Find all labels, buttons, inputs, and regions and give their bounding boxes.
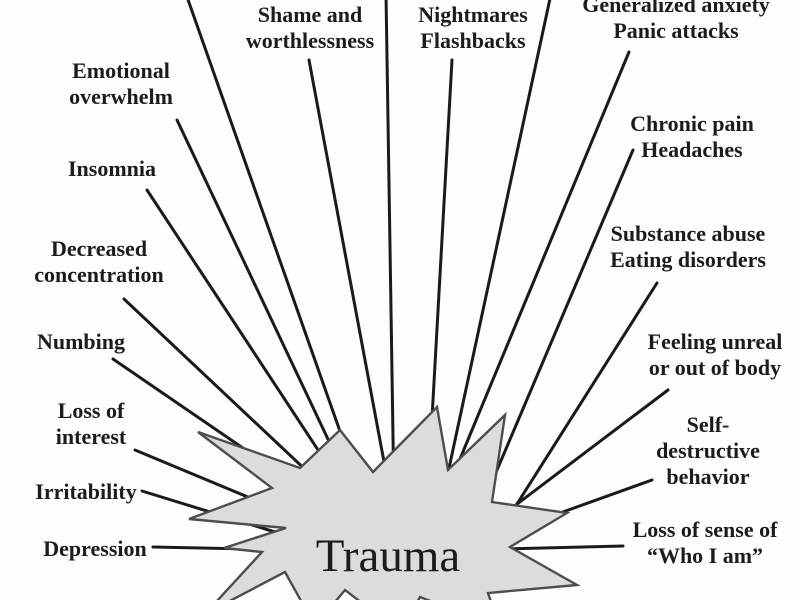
trauma-center-label: Trauma <box>315 530 461 582</box>
symptom-label-numbing: Numbing <box>36 329 126 354</box>
radiating-line-generalized-anxiety <box>443 50 631 497</box>
symptom-label-loss-of-interest: Loss of interest <box>55 398 127 449</box>
radiating-line-substance-abuse <box>508 281 659 517</box>
symptom-label-emotional-overwhelm: Emotional overwhelm <box>69 58 173 109</box>
radiating-line-chronic-pain <box>478 148 635 512</box>
symptom-label-irritability: Irritability <box>35 479 137 504</box>
symptom-label-self-destructive: Self- destructive behavior <box>656 412 760 489</box>
symptom-label-loss-of-sense: Loss of sense of “Who I am” <box>632 517 778 568</box>
radiating-line-clipped-top-right <box>438 0 552 512</box>
symptom-label-decreased-concentration: Decreased concentration <box>34 236 164 287</box>
radiating-line-clipped-top-center <box>384 0 396 502</box>
symptom-label-nightmares-flashbacks: Nightmares Flashbacks <box>418 2 528 53</box>
symptom-label-chronic-pain: Chronic pain Headaches <box>630 111 754 162</box>
symptom-label-substance-abuse: Substance abuse Eating disorders <box>610 221 766 272</box>
symptom-label-insomnia: Insomnia <box>67 156 157 181</box>
symptom-label-shame-worthlessness: Shame and worthlessness <box>245 2 375 53</box>
symptom-label-depression: Depression <box>43 536 147 561</box>
radiating-line-feeling-unreal <box>490 388 670 525</box>
symptom-label-generalized-anxiety: Generalized anxiety Panic attacks <box>582 0 770 43</box>
radiating-line-loss-of-sense <box>503 544 625 551</box>
radiating-line-shame <box>307 58 395 512</box>
trauma-starburst-shape <box>188 404 581 600</box>
symptom-label-feeling-unreal: Feeling unreal or out of body <box>647 329 783 380</box>
